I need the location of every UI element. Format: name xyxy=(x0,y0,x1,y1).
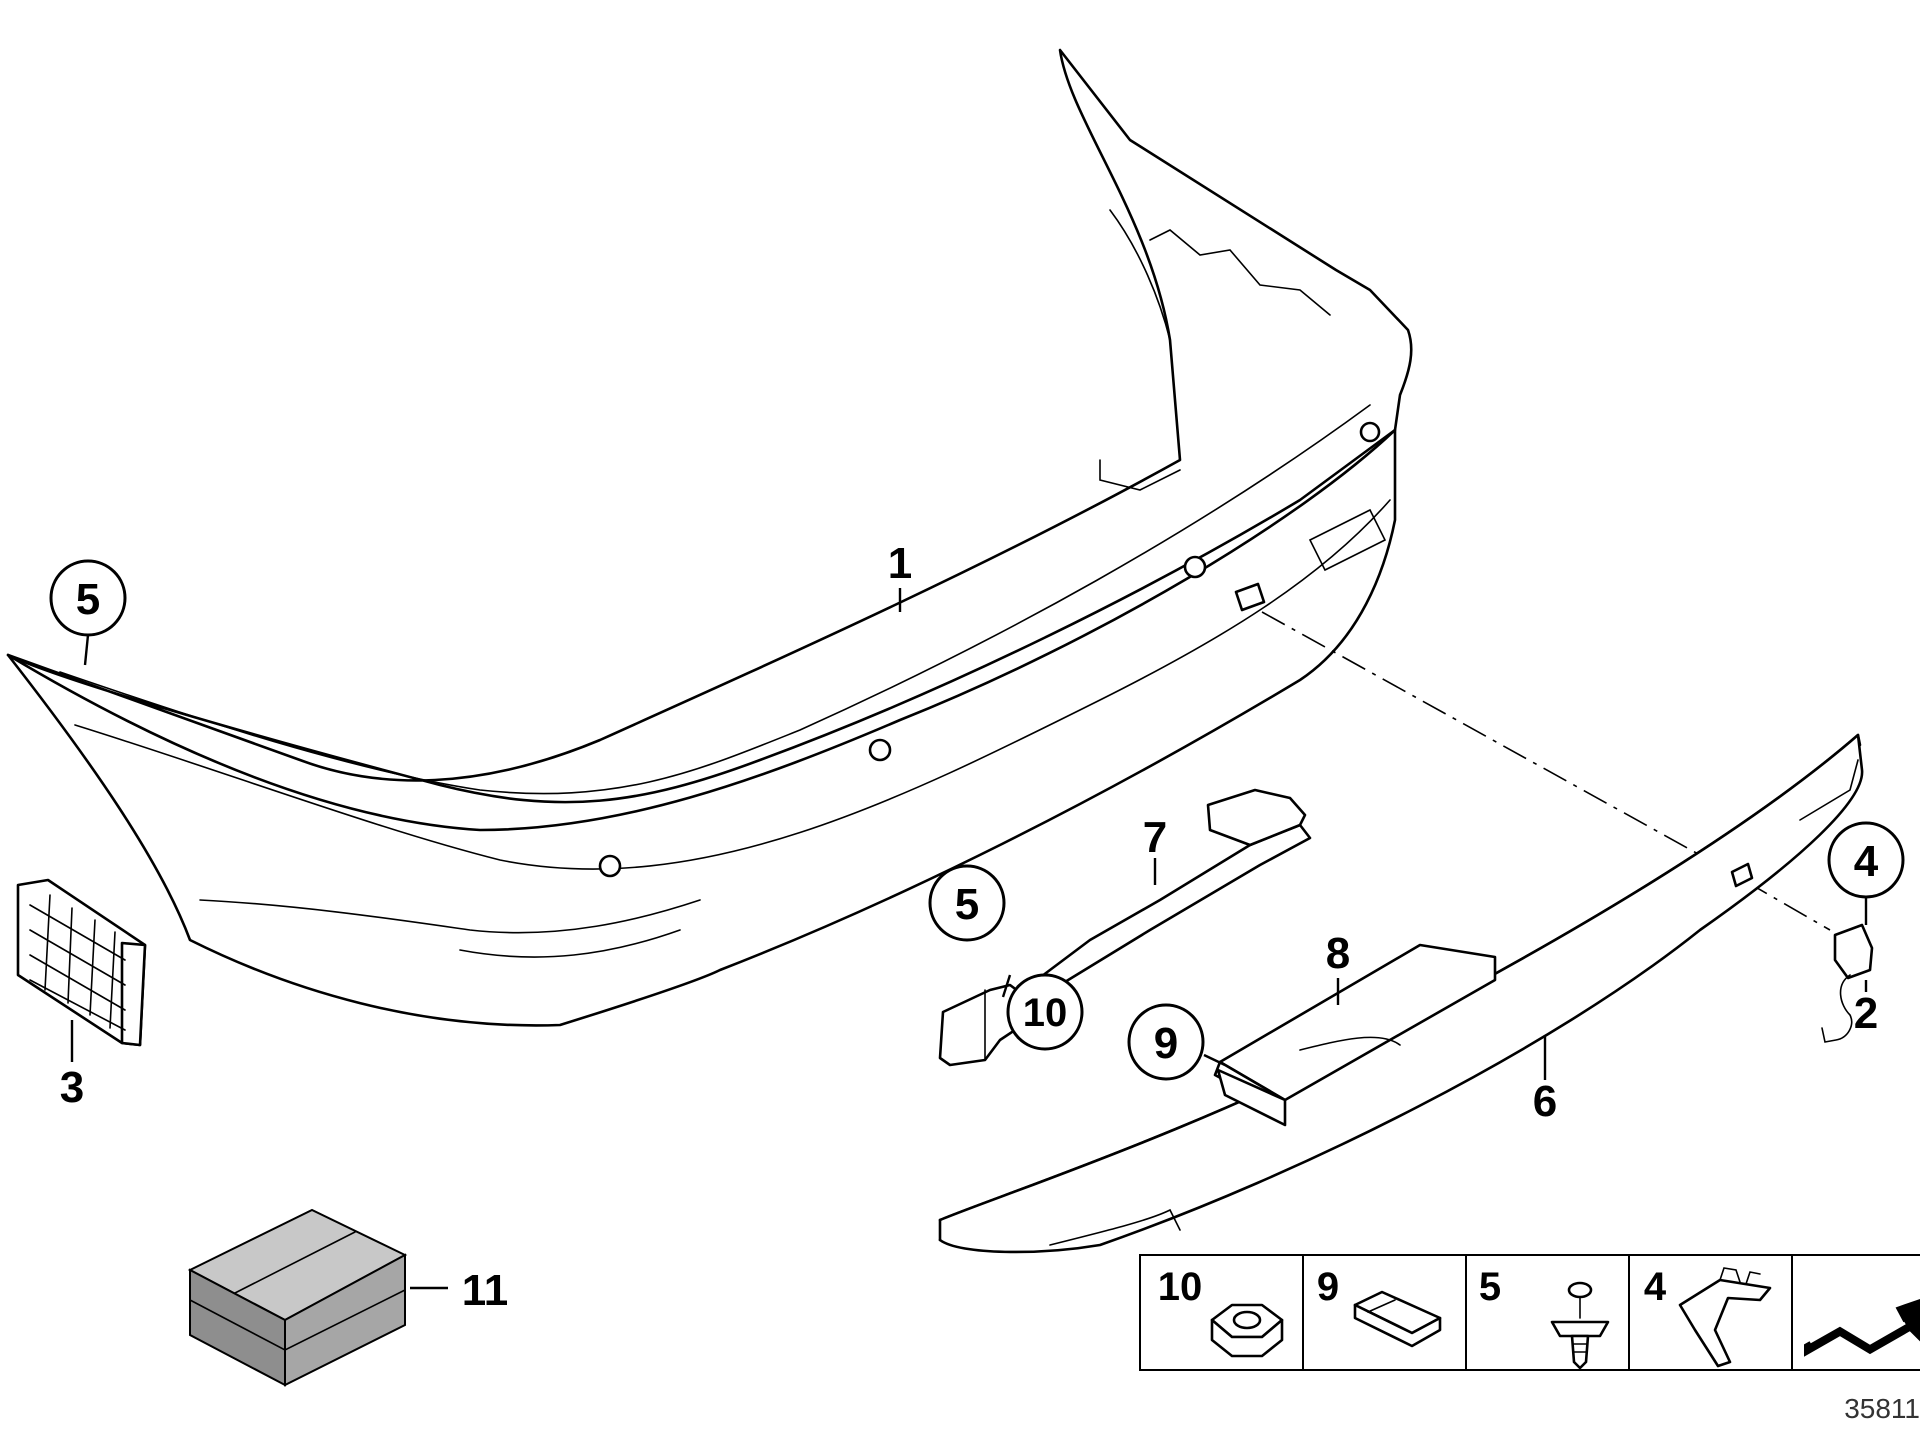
direction-arrow-icon xyxy=(1804,1298,1920,1357)
callout-9: 9 xyxy=(1154,1019,1178,1068)
grille-part xyxy=(16,878,147,1047)
hex-nut-icon xyxy=(1210,1303,1284,1358)
callout-ring-4 xyxy=(1827,821,1905,899)
callout-7: 7 xyxy=(1143,813,1167,862)
legend-cell-pad xyxy=(1302,1254,1467,1371)
legend-label-clip: 5 xyxy=(1479,1265,1501,1309)
legend-label-pad: 9 xyxy=(1317,1265,1339,1309)
document-number: 35811 xyxy=(1844,1393,1920,1424)
pad-part xyxy=(1216,1068,1287,1127)
legend-label-cap: 4 xyxy=(1644,1265,1667,1309)
callout-ring-9 xyxy=(1127,1003,1205,1081)
callout-4: 4 xyxy=(1854,837,1879,886)
cap-part xyxy=(1833,923,1874,980)
sensor-hole-3 xyxy=(1183,555,1207,579)
callout-5-mid: 5 xyxy=(955,880,979,929)
sensor-hole-1 xyxy=(598,854,622,878)
callout-1: 1 xyxy=(888,539,912,588)
sensor-hole-2 xyxy=(868,738,892,762)
leader-9 xyxy=(1203,1053,1226,1067)
parts-legend-strip: 10 9 5 4 xyxy=(1139,1254,1920,1371)
callout-ring-5-left xyxy=(49,559,127,637)
pad-icon xyxy=(1353,1290,1442,1348)
callout-3: 3 xyxy=(60,1063,84,1112)
legend-label-nut: 10 xyxy=(1158,1265,1203,1309)
bumper-panel-part xyxy=(6,48,1413,1027)
callout-11: 11 xyxy=(462,1266,509,1315)
leader-5-left xyxy=(83,634,90,666)
callout-5-left: 5 xyxy=(76,575,100,624)
callout-2: 2 xyxy=(1854,989,1878,1038)
push-rivet-icon xyxy=(1550,1281,1610,1370)
cable-part xyxy=(1821,974,1853,1043)
bracket-part xyxy=(1028,788,1312,997)
callout-ring-5-mid xyxy=(928,864,1006,942)
spring-clip-icon xyxy=(1678,1267,1772,1368)
leader-5-mid xyxy=(1001,974,1012,998)
tow-hook-opening xyxy=(1234,582,1266,612)
callout-8: 8 xyxy=(1326,929,1350,978)
callout-6: 6 xyxy=(1533,1077,1557,1126)
sensor-hole-4 xyxy=(1359,421,1381,443)
callout-ring-10 xyxy=(1006,973,1084,1051)
alignment-dash-line xyxy=(1261,611,1831,931)
kit-box-part xyxy=(187,1208,408,1387)
callout-10: 10 xyxy=(1023,991,1068,1035)
legend-cell-clip xyxy=(1465,1254,1630,1371)
